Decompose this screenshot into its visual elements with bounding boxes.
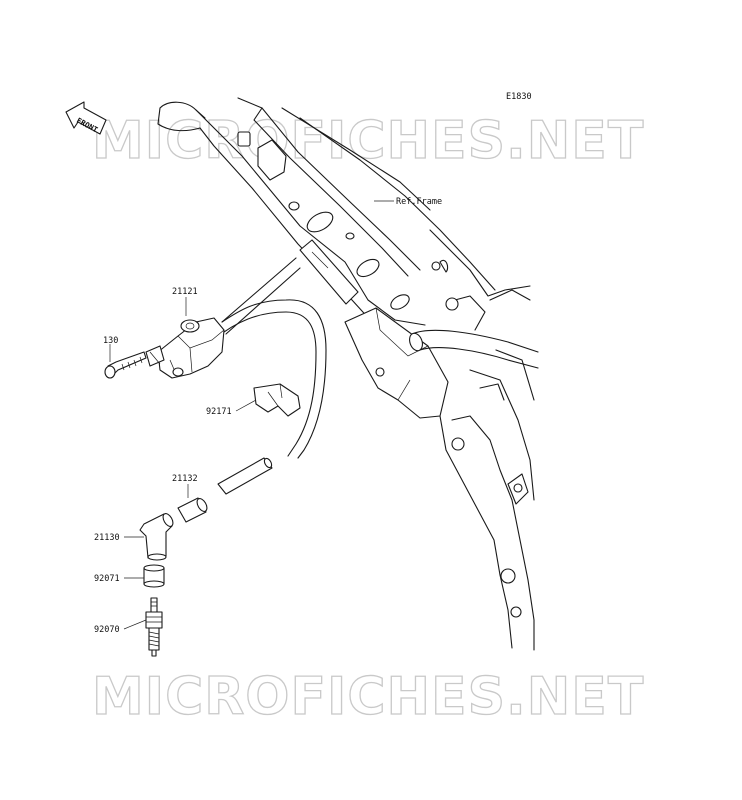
ignition-coil — [145, 317, 225, 379]
bolt — [104, 351, 147, 379]
spark-plug — [145, 597, 163, 657]
part-label-21121: 21121 — [172, 287, 198, 297]
frame-reference — [157, 97, 539, 651]
part-label-21130: 21130 — [94, 533, 120, 543]
plug-cap-cover — [143, 564, 165, 588]
watermark-bottom: MICROFICHES.NET — [92, 667, 644, 727]
cable-clamp — [253, 383, 301, 417]
part-label-92171: 92171 — [206, 407, 232, 417]
part-label-21132: 21132 — [172, 474, 198, 484]
diagram-code: E1830 — [506, 92, 532, 102]
ignition-cable — [215, 257, 327, 459]
part-label-92070: 92070 — [94, 625, 120, 635]
part-label-130: 130 — [103, 336, 118, 346]
cap-tube — [217, 457, 273, 495]
ref-frame-label: Ref.Frame — [396, 197, 442, 207]
spark-plug-cap — [139, 513, 174, 561]
part-label-92071: 92071 — [94, 574, 120, 584]
cable-joint — [177, 497, 208, 523]
front-arrow-icon: FRONT — [65, 101, 107, 135]
